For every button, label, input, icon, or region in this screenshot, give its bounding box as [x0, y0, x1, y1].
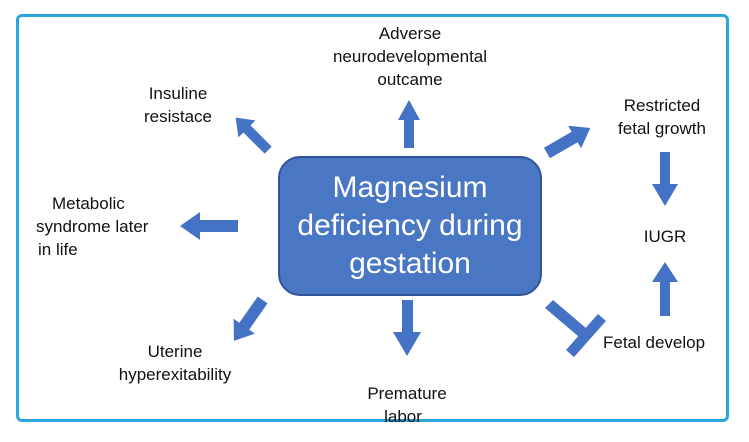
- node-restricted-line-1: Restricted: [623, 96, 701, 115]
- arrow-upleft-insulin: [235, 117, 272, 154]
- node-metabolic: Metabolic syndrome later in life: [36, 192, 188, 261]
- node-restricted-line-2: fetal growth: [618, 119, 706, 138]
- node-fetal-develop: Fetal develop: [603, 333, 706, 352]
- node-metabolic-line-1: Metabolic: [52, 194, 125, 213]
- node-metabolic-line-2: syndrome later: [36, 217, 149, 236]
- center-node: Magnesium deficiency during gestation: [278, 156, 542, 296]
- arrow-down-iugr: [652, 152, 678, 206]
- node-insulin-line-2: resistace: [143, 107, 213, 126]
- inhibition-line-fetal: [545, 300, 593, 342]
- node-insulin-line-1: Insuline: [148, 84, 208, 103]
- node-adverse-line-3: outcame: [377, 70, 443, 89]
- center-line-3: gestation: [349, 247, 471, 280]
- inhibition-bar-fetal: [566, 314, 606, 357]
- node-adverse-line-1: Adverse: [378, 24, 442, 43]
- diagram-frame: [16, 14, 729, 422]
- arrow-up-iugr: [652, 262, 678, 316]
- node-restricted: Restricted fetal growth: [600, 94, 724, 140]
- node-uterine-line-2: hyperexitability: [118, 365, 232, 384]
- node-insulin: Insuline resistace: [128, 82, 228, 128]
- node-uterine-line-1: Uterine: [147, 342, 203, 361]
- node-premature: Premature labor: [352, 382, 462, 428]
- node-adverse: Adverse neurodevelopmental outcame: [310, 22, 510, 91]
- node-premature-line-1: Premature: [367, 384, 447, 403]
- node-iugr: IUGR: [643, 227, 687, 246]
- node-uterine: Uterine hyperexitability: [100, 340, 250, 386]
- node-adverse-line-2: neurodevelopmental: [332, 47, 488, 66]
- arrow-upright-restricted: [543, 125, 591, 159]
- center-line-1: Magnesium: [332, 171, 488, 204]
- center-line-2: deficiency during: [297, 209, 523, 242]
- arrow-downleft-uterine: [233, 296, 268, 341]
- node-metabolic-line-3: in life: [38, 240, 78, 259]
- arrow-up-adverse: [398, 100, 420, 148]
- arrow-left-metabolic: [180, 212, 238, 240]
- arrow-down-premature: [393, 300, 421, 356]
- node-premature-line-2: labor: [384, 407, 422, 426]
